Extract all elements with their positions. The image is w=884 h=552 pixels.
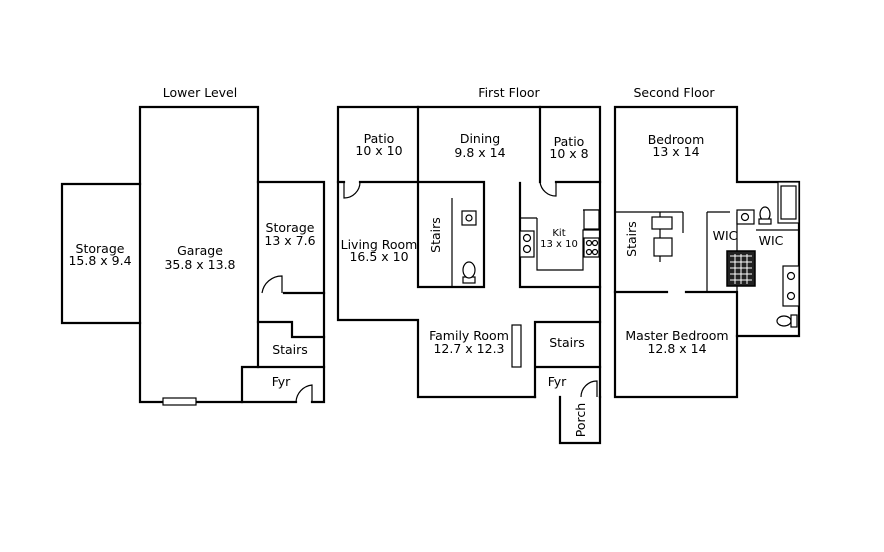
- room-dining-name: Dining: [460, 131, 500, 146]
- room-stairs-lower: Stairs: [272, 342, 308, 357]
- second-floor-plan: Second Floor Bedroom 13 x 14 Stairs WIC …: [613, 85, 801, 399]
- sink-bowl-2: [522, 244, 532, 254]
- room-master-name: Master Bedroom: [625, 328, 728, 343]
- storage-west-walls: [60, 182, 142, 325]
- room-living-name: Living Room: [341, 237, 418, 252]
- room-wic-2: WIC: [759, 233, 784, 248]
- stair-fixture: [653, 237, 673, 257]
- sink-bowl-1: [522, 233, 532, 243]
- room-family-dim: 12.7 x 12.3: [433, 341, 504, 356]
- room-patio-east-name: Patio: [554, 134, 585, 149]
- patio-east-door: [539, 181, 557, 197]
- second-floor-outer-walls: [613, 105, 801, 399]
- room-storage-west-dim: 15.8 x 9.4: [68, 253, 131, 268]
- first-floor-title: First Floor: [478, 85, 540, 100]
- garage-walls: [138, 105, 260, 404]
- room-bedroom-dim: 13 x 14: [652, 144, 699, 159]
- lower-level-title: Lower Level: [163, 85, 237, 100]
- linen-sink: [651, 216, 673, 230]
- fireplace: [511, 324, 522, 368]
- toilet-master: [776, 315, 792, 327]
- first-floor-outer-walls: [336, 105, 602, 399]
- room-patio-west-dim: 10 x 10: [355, 143, 402, 158]
- burner-3: [585, 248, 593, 256]
- burner-2: [591, 239, 599, 247]
- room-foyer-lower: Fyr: [272, 374, 291, 389]
- room-wic-1: WIC: [713, 228, 738, 243]
- room-stairs-first-vertical: Stairs: [428, 217, 443, 253]
- room-foyer-first: Fyr: [548, 374, 567, 389]
- wic-walls: [706, 211, 799, 292]
- room-kitchen-dim: 13 x 10: [540, 239, 578, 250]
- toilet-upper-tank: [758, 218, 772, 225]
- toilet-bowl: [462, 261, 476, 279]
- lower-level-plan: Lower Level Storage 15.8 x 9.4 Garage 35…: [60, 85, 326, 406]
- room-garage-dim: 35.8 x 13.8: [164, 257, 235, 272]
- patio-west-door: [343, 181, 361, 199]
- room-stairs-first: Stairs: [549, 335, 585, 350]
- room-patio-east-dim: 10 x 8: [549, 146, 588, 161]
- vanity-bowl-1: [786, 271, 796, 281]
- room-storage-east-dim: 13 x 7.6: [264, 233, 315, 248]
- room-master-dim: 12.8 x 14: [647, 341, 706, 356]
- master-bedroom-wall: [613, 290, 739, 338]
- room-bedroom-name: Bedroom: [648, 132, 705, 147]
- bath-sink-bowl: [465, 214, 473, 222]
- room-storage-east-name: Storage: [266, 220, 315, 235]
- burner-1: [585, 239, 593, 247]
- foyer-walls: [240, 365, 326, 404]
- stairs-bath-block: [416, 180, 486, 289]
- room-living-dim: 16.5 x 10: [349, 249, 408, 264]
- burner-4: [591, 248, 599, 256]
- bath-sink-upper-bowl: [740, 212, 750, 222]
- room-stairs-second: Stairs: [624, 221, 639, 257]
- toilet-master-tank: [790, 314, 798, 328]
- room-family-name: Family Room: [429, 328, 509, 343]
- room-dining-dim: 9.8 x 14: [454, 145, 505, 160]
- bathtub-inner: [780, 185, 797, 220]
- room-kitchen-name: Kit: [552, 228, 565, 239]
- front-door-swing: [580, 380, 598, 398]
- room-porch: Porch: [573, 403, 588, 437]
- room-patio-west-name: Patio: [364, 131, 395, 146]
- second-floor-title: Second Floor: [633, 85, 715, 100]
- garage-door-window: [162, 397, 197, 406]
- foyer-door-swing: [295, 384, 313, 403]
- stairs-lower-wall: [256, 320, 326, 339]
- room-garage-name: Garage: [177, 243, 223, 258]
- first-floor-plan: First Floor Patio 10 x 10 Dining: [336, 85, 602, 445]
- family-stairs-walls: [533, 320, 602, 399]
- refrigerator: [583, 209, 600, 230]
- porch-walls: [558, 395, 602, 445]
- room-storage-west-name: Storage: [76, 241, 125, 256]
- shower-grid: [730, 254, 752, 284]
- storage-door-swing: [261, 275, 283, 294]
- vanity-bowl-2: [786, 291, 796, 301]
- patio-dining-walls: [336, 105, 602, 184]
